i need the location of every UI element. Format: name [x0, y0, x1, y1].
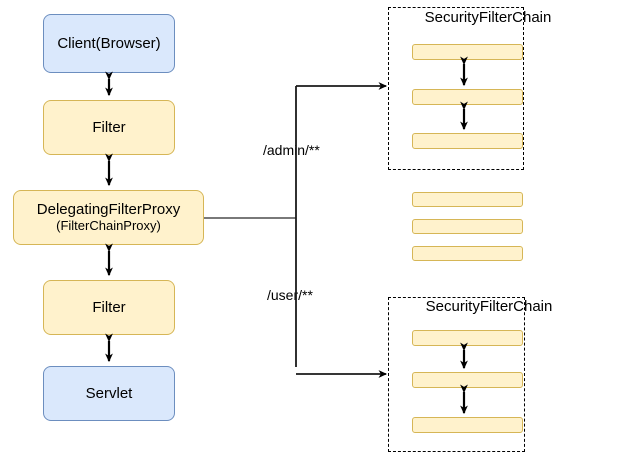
node-servlet: Servlet — [43, 366, 175, 421]
chain-top-filter-3 — [412, 133, 523, 149]
node-filter-top-label: Filter — [92, 118, 126, 136]
node-delegating-filter-proxy: DelegatingFilterProxy (FilterChainProxy) — [13, 190, 204, 245]
chain-bottom-filter-1 — [412, 330, 523, 346]
chain-top-label: SecurityFilterChain — [424, 9, 552, 26]
node-filter-top: Filter — [43, 100, 175, 155]
node-filter-bottom: Filter — [43, 280, 175, 335]
chain-bottom-filter-3 — [412, 417, 523, 433]
chain-top-filter-2 — [412, 89, 523, 105]
chain-top-filter-1 — [412, 44, 523, 60]
chain-middle-filter-2 — [412, 219, 523, 234]
chain-top-boundary — [388, 7, 524, 170]
node-client: Client(Browser) — [43, 14, 175, 73]
node-client-label: Client(Browser) — [57, 34, 161, 52]
node-servlet-label: Servlet — [85, 384, 133, 402]
chain-bottom-label: SecurityFilterChain — [425, 298, 553, 315]
chain-middle-filter-3 — [412, 246, 523, 261]
chain-middle-filter-1 — [412, 192, 523, 207]
node-delegating-filter-proxy-sublabel: (FilterChainProxy) — [56, 217, 161, 233]
node-delegating-filter-proxy-label: DelegatingFilterProxy — [36, 201, 181, 219]
chain-bottom-boundary — [388, 297, 525, 452]
chain-bottom-filter-2 — [412, 372, 523, 388]
edge-label-admin: /admin/** — [262, 142, 321, 158]
edge-label-user: /user/** — [266, 287, 314, 303]
node-filter-bottom-label: Filter — [92, 298, 126, 316]
